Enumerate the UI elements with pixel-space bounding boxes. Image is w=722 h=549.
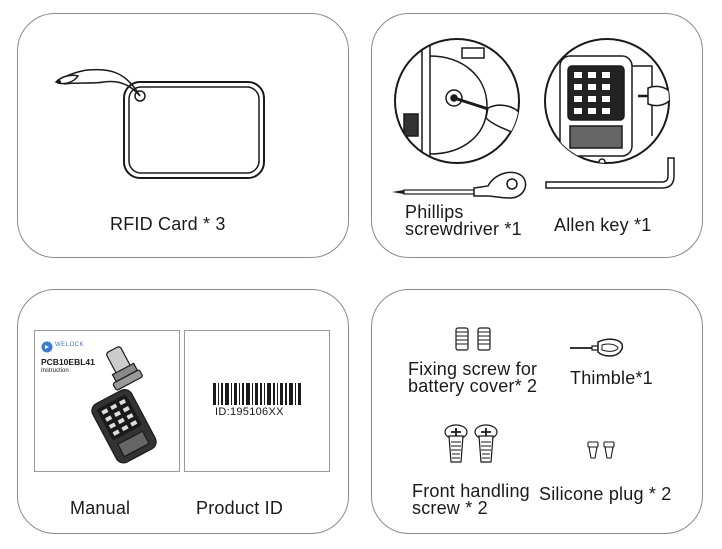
- thimble-icon: [570, 338, 624, 357]
- door-lock-product-image: [91, 346, 157, 464]
- tools-panel: Phillips screwdriver *1 Allen key *1: [371, 13, 703, 258]
- allen-key-label: Allen key *1: [554, 215, 652, 235]
- front-screw-label-line1: Front handling: [412, 481, 530, 501]
- manual-subtitle: Instruction: [41, 368, 69, 374]
- screwdriver-usage-illustration: [394, 38, 520, 164]
- front-handling-screw-icon: [444, 424, 498, 463]
- fixing-screw-label-line1: Fixing screw for: [408, 359, 538, 379]
- screwdriver-label-line2: screwdriver *1: [405, 219, 522, 239]
- phillips-screwdriver-icon: [392, 171, 527, 199]
- manual-model: PCB10EBL41: [41, 357, 95, 367]
- barcode-icon: [213, 383, 301, 405]
- fixing-screw-icon: [455, 327, 491, 351]
- manual-label: Manual: [70, 498, 131, 518]
- product-id-text: ID:195106XX: [215, 406, 284, 418]
- rfid-card-panel: RFID Card * 3: [17, 13, 349, 258]
- thimble-label: Thimble*1: [570, 368, 653, 388]
- fixing-screw-label-line2: battery cover* 2: [408, 376, 538, 396]
- product-id-card: ID:195106XX: [184, 330, 330, 472]
- welock-logo-icon: [41, 341, 53, 353]
- front-screw-label-line2: screw * 2: [412, 498, 488, 518]
- allen-key-icon: [545, 157, 675, 189]
- silicone-plug-icon: [587, 441, 615, 459]
- rfid-card-icon: [54, 68, 265, 179]
- documents-panel: WELOCK PCB10EBL41 Instruction: [17, 289, 349, 534]
- allen-key-usage-illustration: [544, 38, 670, 164]
- manual-booklet: WELOCK PCB10EBL41 Instruction: [34, 330, 180, 472]
- manual-brand: WELOCK: [55, 342, 85, 348]
- product-id-label: Product ID: [196, 498, 284, 518]
- screwdriver-label-line1: Phillips: [405, 202, 464, 222]
- small-parts-panel: Fixing screw for battery cover* 2 Thimbl…: [371, 289, 703, 534]
- rfid-card-label: RFID Card * 3: [110, 214, 226, 234]
- silicone-plug-label: Silicone plug * 2: [539, 484, 672, 504]
